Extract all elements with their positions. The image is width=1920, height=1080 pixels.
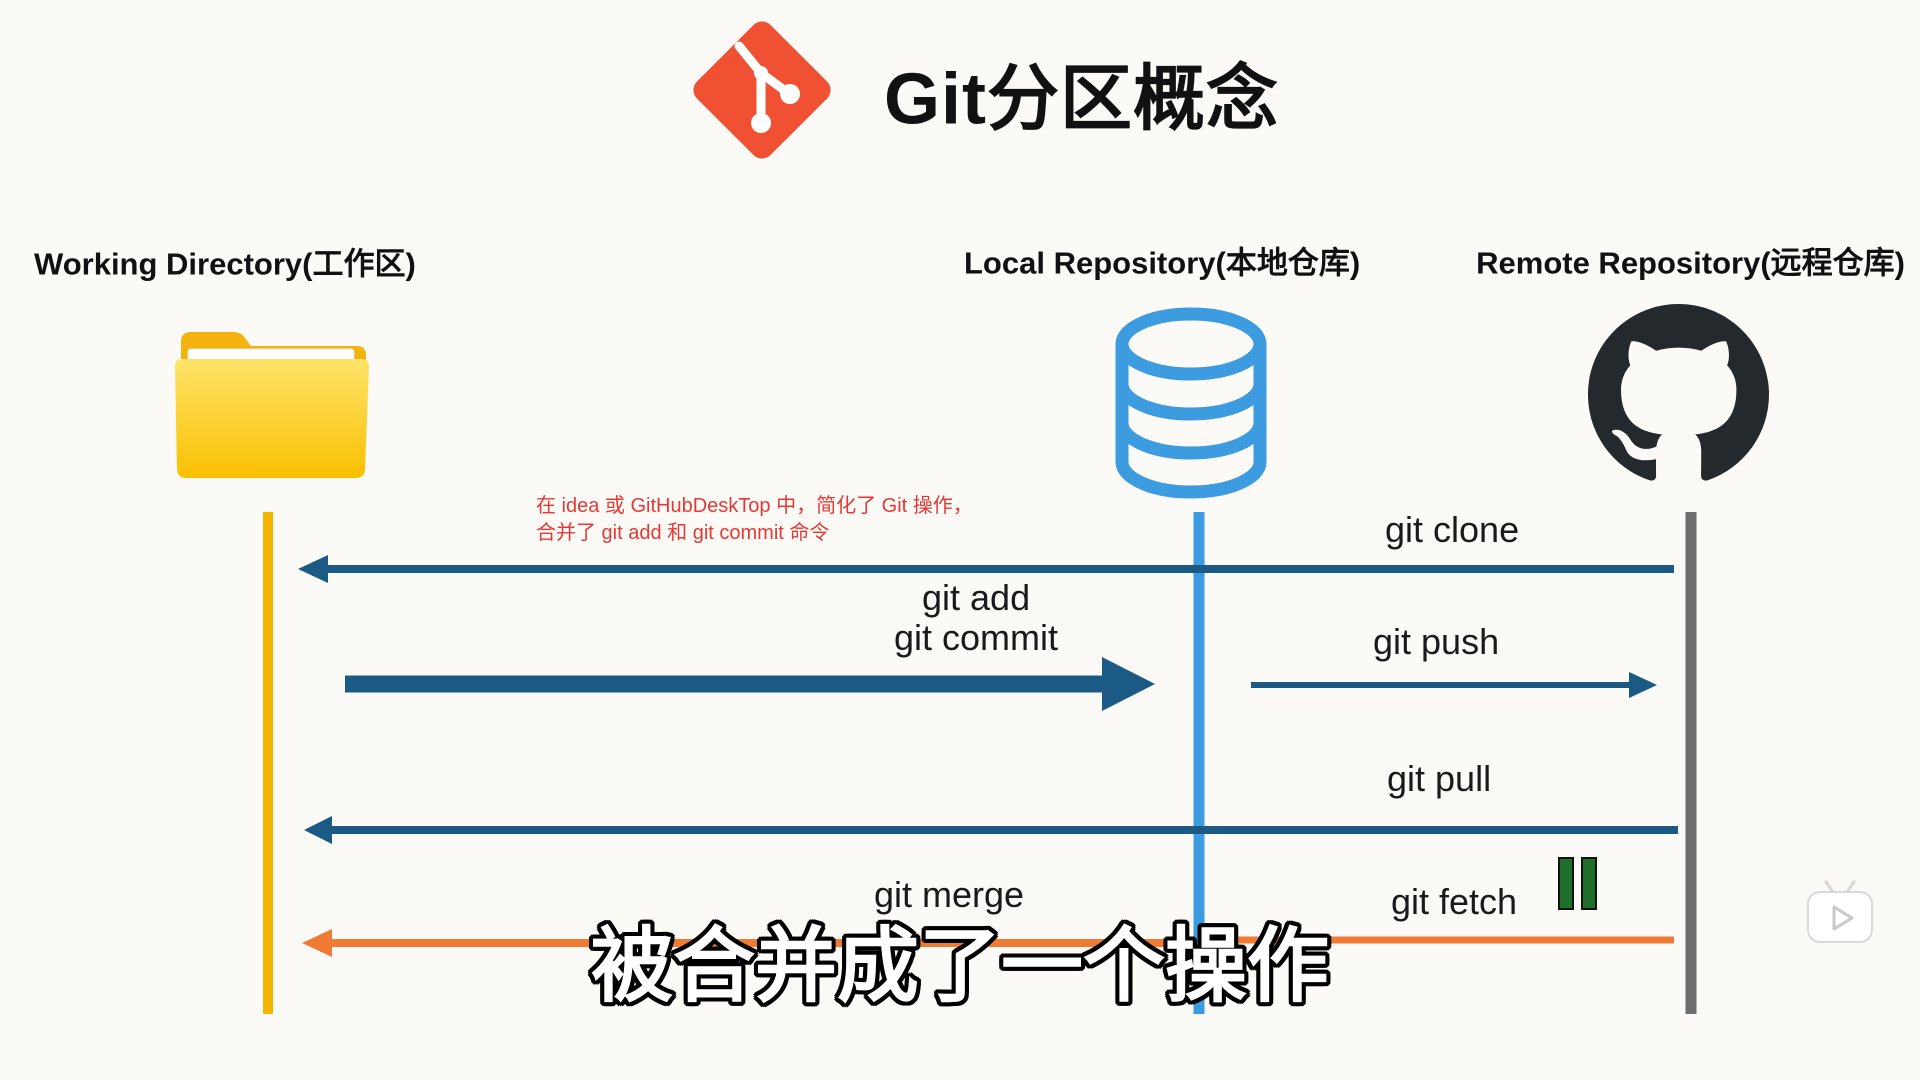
page-title: Git分区概念 [884,59,1279,140]
player-screen [1807,891,1873,943]
git-clone-label: git clone [1385,509,1520,550]
bilibili-play-icon[interactable] [1804,876,1876,946]
folder-icon [175,332,369,478]
play-triangle-icon [1832,905,1854,931]
green-marker-bar [1558,857,1574,910]
push-arrow [1251,672,1657,698]
antenna-left [1824,880,1835,894]
local-repository-header: Local Repository(本地仓库) [964,245,1361,281]
git-fetch-label: git fetch [1391,881,1518,922]
remote-repository-header: Remote Repository(远程仓库) [1476,245,1905,281]
green-marker [1558,857,1597,910]
github-icon [1588,304,1769,481]
git-pull-label: git pull [1387,758,1492,799]
annotation-note: 在 idea 或 GitHubDeskTop 中，简化了 Git 操作， 合并了… [536,493,973,547]
folder-front [175,359,369,478]
git-logo-node [780,84,800,104]
git-logo-icon [693,21,831,159]
annotation-note-line: 在 idea 或 GitHubDeskTop 中，简化了 Git 操作， [536,495,973,517]
database-icon [1115,307,1267,499]
add-commit-arrow-head [1102,657,1155,711]
antenna-right [1845,880,1856,894]
git-merge-label: git merge [874,874,1025,915]
annotation-note-line: 合并了 git add 和 git commit 命令 [536,522,830,544]
pull-arrow [304,816,1678,844]
git-push-label: git push [1373,621,1500,662]
clone-arrow [298,555,1674,583]
video-subtitle: 被合并成了一个操作 [590,921,1329,1012]
green-marker-bar [1581,857,1597,910]
database-outline [1115,307,1267,499]
clone-arrow-head [298,555,328,583]
merge-arrow [302,929,1195,957]
github-mark [1588,304,1769,481]
pull-arrow-head [304,816,332,844]
git-logo-node [751,113,771,133]
push-arrow-head [1629,672,1657,698]
working-directory-header: Working Directory(工作区) [34,246,416,282]
merge-arrow-head [302,929,332,957]
add-commit-arrow [345,657,1155,711]
git-add-label: git add [922,577,1031,618]
git-logo-node [754,66,768,80]
git-commit-label: git commit [894,617,1059,658]
